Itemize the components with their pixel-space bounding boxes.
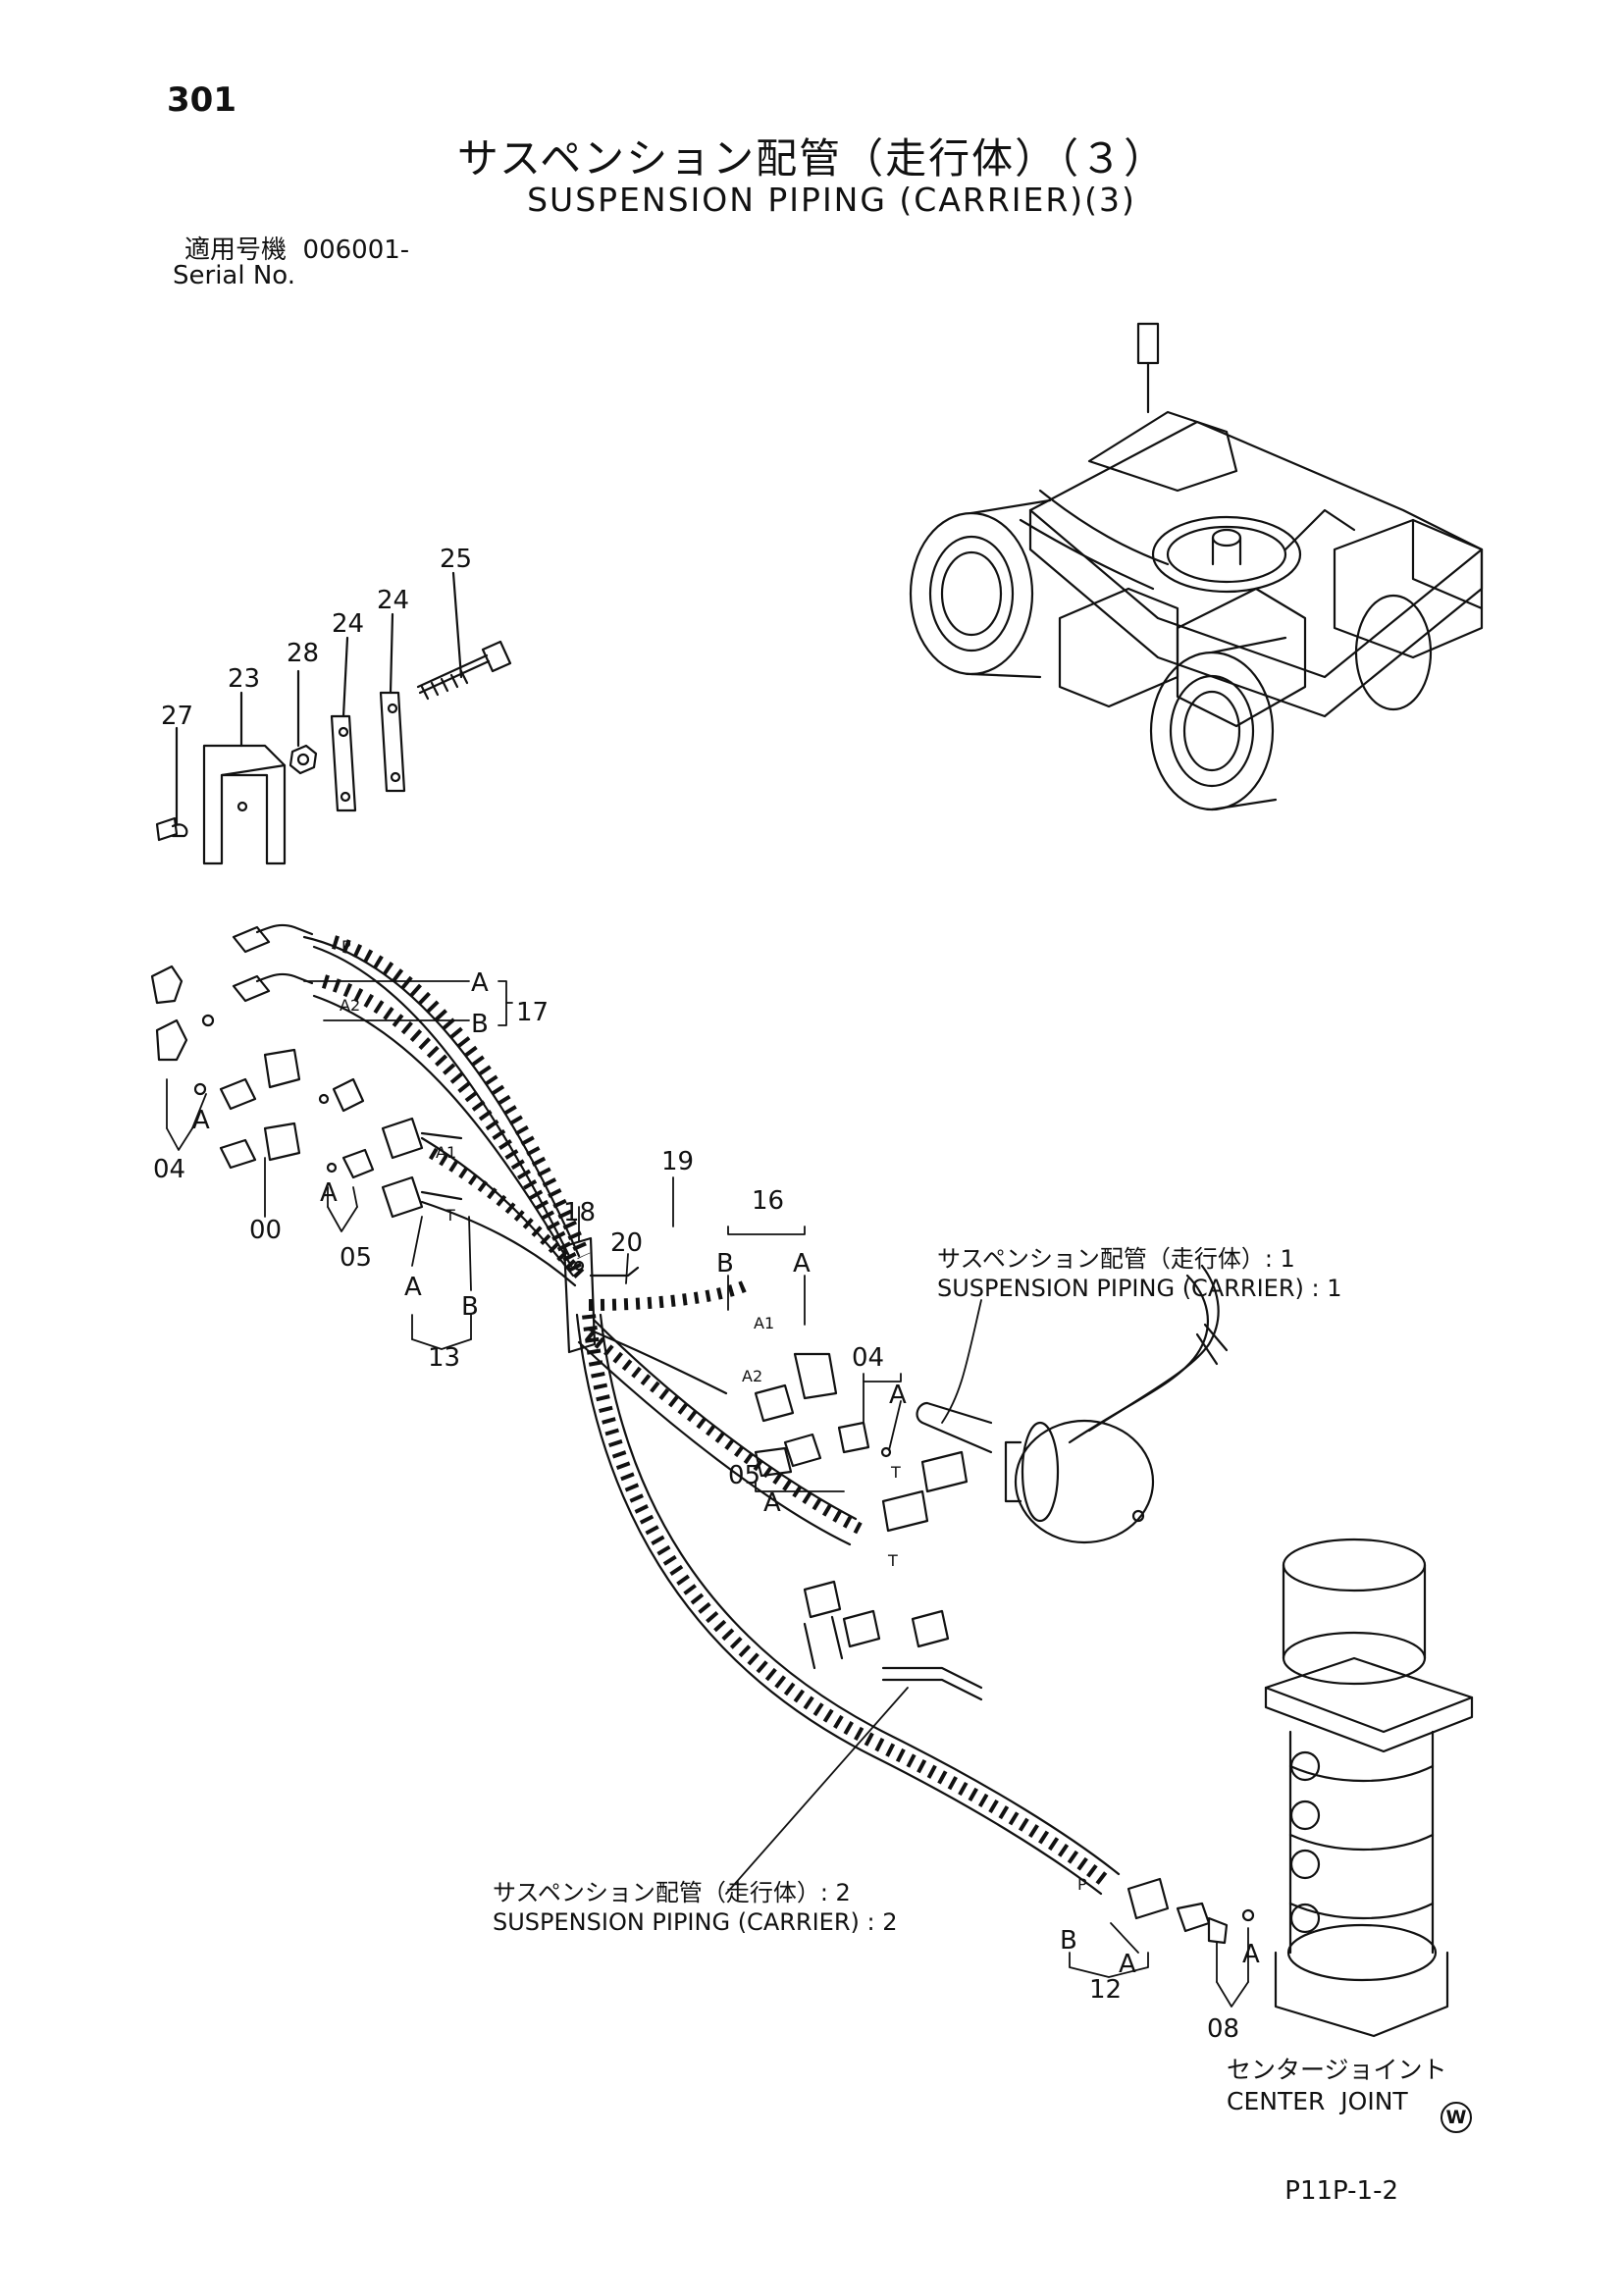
callout-12: 12 [1089, 1975, 1122, 2005]
label-A-05-right: A [763, 1488, 781, 1518]
label-A-13: A [404, 1273, 422, 1302]
label-A1-left: A1 [436, 1143, 456, 1162]
serial-label-jp-text: 適用号機 [184, 235, 288, 265]
label-A-04: A [192, 1106, 210, 1135]
page-number: 301 [167, 80, 236, 120]
label-T-mid: T [890, 1463, 901, 1482]
callout-25: 25 [440, 545, 472, 574]
callout-04-right: 04 [852, 1343, 884, 1373]
label-A-12: A [1119, 1950, 1136, 1979]
hose-bundle [302, 935, 1121, 1896]
label-B-13: B [461, 1292, 479, 1322]
center-joint-illustration [1264, 1538, 1474, 2038]
label-A1-right: A1 [754, 1314, 774, 1332]
callout-19: 19 [661, 1147, 694, 1176]
label-T-right: T [887, 1551, 898, 1570]
callout-05-right: 05 [728, 1461, 760, 1490]
label-P-top: P [341, 937, 351, 956]
label-P-bottom: P [1077, 1875, 1087, 1894]
label-B-12: B [1060, 1926, 1077, 1956]
callout-08: 08 [1207, 2014, 1239, 2044]
center-joint-label-en: CENTER JOINT [1227, 2087, 1408, 2115]
page-title-en: SUSPENSION PIPING (CARRIER)(3) [527, 181, 1136, 219]
carrier-vehicle-illustration [909, 322, 1484, 811]
reference-piping-2: サスペンション配管（走行体）: 2 SUSPENSION PIPING (CAR… [493, 1878, 897, 1937]
label-A2-right: A2 [742, 1367, 762, 1385]
reference-piping-1-en: SUSPENSION PIPING (CARRIER) : 1 [937, 1275, 1342, 1302]
callout-24b: 24 [377, 586, 409, 615]
center-joint-label: センタージョイント CENTER JOINT [1227, 2055, 1447, 2117]
label-A2-top: A2 [340, 996, 360, 1015]
drawing-number: P11P-1-2 [1284, 2176, 1398, 2206]
leader-lines [166, 980, 1249, 2008]
label-A-17: A [471, 968, 489, 998]
label-A-08: A [1242, 1940, 1260, 1969]
callout-04-left: 04 [153, 1155, 185, 1184]
serial-label-jp: 適用号機 006001- [184, 230, 409, 266]
serial-value: 006001- [302, 235, 410, 265]
bracket-assembly [155, 571, 512, 865]
reference-piping-2-en: SUSPENSION PIPING (CARRIER) : 2 [493, 1908, 898, 1936]
reference-piping-1: サスペンション配管（走行体）: 1 SUSPENSION PIPING (CAR… [937, 1244, 1341, 1303]
label-B-16: B [716, 1249, 734, 1278]
callout-27: 27 [161, 702, 193, 731]
label-B-17: B [471, 1010, 489, 1039]
callout-05-left: 05 [340, 1243, 372, 1273]
callout-16: 16 [752, 1186, 784, 1216]
label-T-left: T [445, 1206, 455, 1225]
accumulator-assembly [754, 1264, 1229, 1701]
reference-piping-2-jp: サスペンション配管（走行体）: 2 [493, 1879, 851, 1906]
label-A-05: A [320, 1178, 338, 1208]
center-joint-label-jp: センタージョイント [1227, 2056, 1447, 2084]
callout-28: 28 [287, 639, 319, 668]
watermark-w-icon: W [1441, 2102, 1472, 2133]
lower-fittings [1126, 1877, 1255, 1945]
callout-00: 00 [249, 1216, 282, 1245]
callout-20: 20 [610, 1228, 643, 1258]
serial-label-en: Serial No. [173, 261, 295, 290]
callout-17: 17 [516, 998, 549, 1027]
left-fittings [150, 923, 463, 1219]
callout-13: 13 [428, 1343, 460, 1373]
callout-23: 23 [228, 664, 260, 694]
callout-24a: 24 [332, 609, 364, 639]
label-A-16: A [793, 1249, 811, 1278]
label-A-04-right: A [889, 1381, 907, 1410]
reference-piping-1-jp: サスペンション配管（走行体）: 1 [937, 1245, 1295, 1273]
page-title-jp: サスペンション配管（走行体）（３） [456, 134, 1168, 183]
callout-18: 18 [563, 1198, 596, 1227]
